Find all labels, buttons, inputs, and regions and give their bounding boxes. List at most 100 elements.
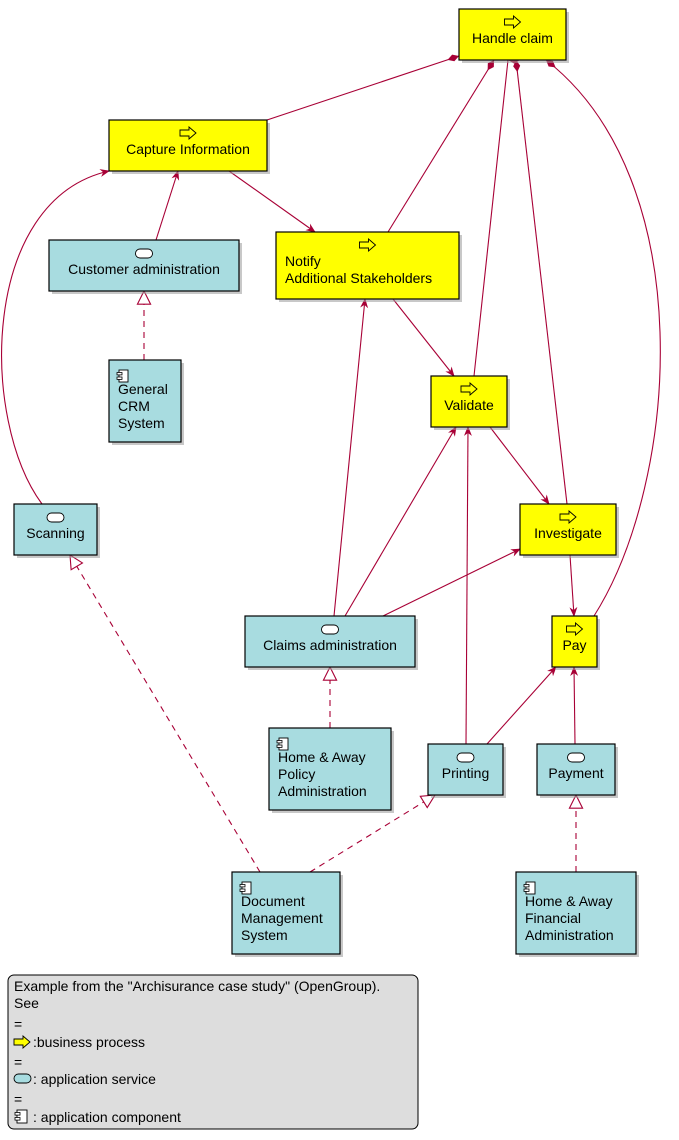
legend: Example from the "Archisurance case stud… — [7, 974, 419, 1130]
claims-administration-label-line-1: Claims administration — [263, 637, 397, 653]
edge-triggering-investigate-to-pay — [569, 554, 578, 617]
investigate-box — [519, 503, 617, 556]
process-arrow-icon — [179, 126, 197, 140]
edge-serving-claims-administration-to-notify-stakeholders — [333, 298, 369, 617]
component-icon — [14, 1109, 28, 1124]
node-customer-administration[interactable]: Customer administration — [48, 239, 242, 294]
component-icon — [523, 881, 536, 895]
node-claims-administration[interactable]: Claims administration — [244, 615, 418, 670]
payment-label-line-1: Payment — [548, 765, 603, 781]
home-away-policy-administration-label-line-2: Policy — [278, 766, 315, 782]
edge-composition-handle-claim-to-investigate — [513, 59, 568, 505]
edge-composition-handle-claim-to-pay — [545, 59, 661, 617]
node-pay[interactable]: Pay — [551, 615, 600, 670]
node-payment[interactable]: Payment — [536, 743, 618, 798]
payment-box — [536, 743, 616, 796]
legend-line-2: See — [14, 995, 39, 1011]
process-arrow-icon — [460, 382, 478, 396]
service-pill-icon — [135, 248, 153, 259]
printing-box — [427, 743, 504, 796]
home-away-policy-administration-label-line-3: Administration — [278, 783, 367, 799]
general-crm-system-label-line-2: CRM — [118, 398, 150, 414]
node-handle-claim[interactable]: Handle claim — [458, 8, 569, 63]
home-away-financial-administration-label-line-2: Financial — [525, 910, 581, 926]
scanning-label-line-1: Scanning — [26, 525, 84, 541]
pay-box — [551, 615, 598, 668]
printing-label-line-1: Printing — [442, 765, 489, 781]
edge-serving-printing-to-validate — [463, 426, 472, 745]
edge-serving-payment-to-pay — [570, 666, 579, 745]
component-icon — [276, 737, 289, 751]
document-management-system-label-line-3: System — [241, 927, 288, 943]
connectors — [1, 54, 661, 873]
validate-label-line-1: Validate — [444, 397, 494, 413]
service-pill-icon — [456, 752, 475, 763]
node-scanning[interactable]: Scanning — [13, 503, 100, 558]
pay-label-line-1: Pay — [562, 637, 586, 653]
legend-process-label: :business process — [33, 1034, 145, 1050]
handle-claim-box — [458, 8, 567, 61]
service-pill-icon — [46, 512, 65, 523]
process-arrow-icon — [13, 1035, 31, 1049]
legend-separator-3: = — [14, 1091, 22, 1107]
edge-serving-claims-administration-to-investigate — [382, 548, 521, 617]
general-crm-system-label-line-1: General — [118, 381, 168, 397]
handle-claim-label-line-1: Handle claim — [472, 30, 553, 46]
validate-box — [430, 375, 508, 428]
home-away-policy-administration-label-line-1: Home & Away — [278, 749, 366, 765]
process-arrow-icon — [359, 238, 377, 252]
legend-separator-2: = — [14, 1054, 22, 1070]
claims-administration-box — [244, 615, 416, 668]
node-capture-information[interactable]: Capture Information — [108, 119, 270, 174]
edge-serving-claims-administration-to-validate — [344, 426, 457, 617]
document-management-system-label-line-1: Document — [241, 893, 305, 909]
capture-information-box — [108, 119, 268, 172]
legend-service-row: : application service — [13, 1071, 156, 1087]
node-investigate[interactable]: Investigate — [519, 503, 619, 558]
edge-serving-scanning-to-capture-information — [1, 169, 110, 505]
home-away-financial-administration-label-line-1: Home & Away — [525, 893, 613, 909]
node-printing[interactable]: Printing — [427, 743, 506, 798]
legend-process-row: :business process — [13, 1034, 145, 1050]
edge-realization-document-management-system-to-printing — [309, 795, 435, 873]
edge-serving-customer-administration-to-capture-information — [155, 170, 180, 241]
capture-information-label-line-1: Capture Information — [126, 141, 250, 157]
legend-component-row: : application component — [14, 1109, 181, 1125]
legend-line-1: Example from the "Archisurance case stud… — [14, 978, 380, 994]
customer-administration-label-line-1: Customer administration — [68, 261, 220, 277]
home-away-policy-administration-box — [268, 727, 392, 811]
notify-stakeholders-label-line-1: Notify — [285, 253, 321, 269]
scanning-box — [13, 503, 98, 556]
edge-composition-handle-claim-to-capture-information — [266, 54, 460, 121]
investigate-label-line-1: Investigate — [534, 525, 602, 541]
service-pill-icon — [321, 624, 339, 635]
edge-triggering-notify-stakeholders-to-validate — [392, 298, 455, 377]
edge-serving-printing-to-pay — [486, 666, 557, 745]
component-icon — [116, 369, 129, 383]
customer-administration-box — [48, 239, 240, 292]
home-away-financial-administration-label-line-3: Administration — [525, 927, 614, 943]
process-arrow-icon — [566, 622, 584, 636]
node-validate[interactable]: Validate — [430, 375, 510, 430]
document-management-system-label-line-2: Management — [241, 910, 323, 926]
legend-component-label: : application component — [33, 1109, 181, 1125]
edge-triggering-capture-information-to-notify-stakeholders — [228, 170, 316, 233]
home-away-financial-administration-box — [515, 871, 637, 955]
edge-realization-document-management-system-to-scanning — [70, 555, 261, 873]
edge-composition-handle-claim-to-validate — [473, 59, 511, 377]
process-arrow-icon — [504, 15, 522, 29]
legend-separator-1: = — [14, 1016, 22, 1032]
edge-composition-handle-claim-to-notify-stakeholders — [387, 59, 495, 233]
legend-service-label: : application service — [33, 1071, 156, 1087]
component-icon — [239, 881, 252, 895]
service-pill-icon — [567, 752, 585, 763]
general-crm-system-label-line-3: System — [118, 415, 165, 431]
process-arrow-icon — [559, 510, 577, 524]
